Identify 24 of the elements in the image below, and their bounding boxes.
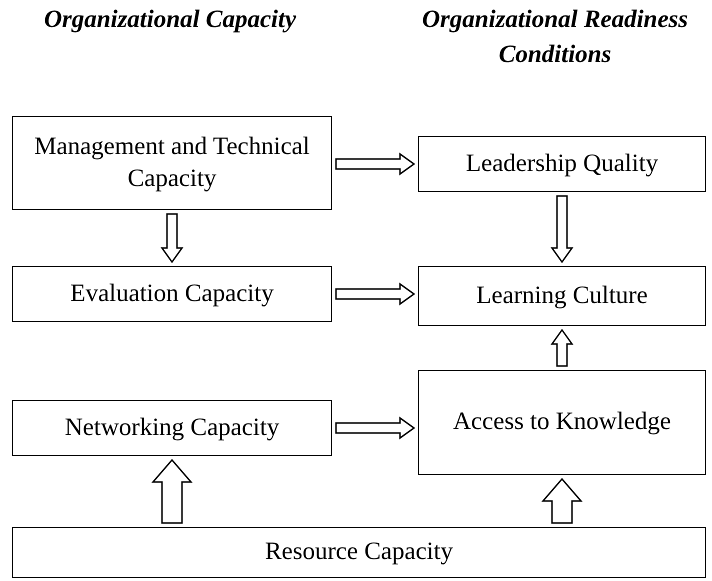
block-arrow	[335, 416, 416, 440]
box-label: Learning Culture	[475, 280, 649, 311]
column-heading: Organizational Capacity	[42, 5, 298, 35]
block-arrow	[550, 328, 574, 367]
block-arrow	[550, 195, 574, 264]
box-label: Evaluation Capacity	[69, 278, 275, 309]
block-arrow	[335, 152, 416, 176]
block-arrow	[151, 458, 193, 524]
block-arrow	[335, 282, 416, 306]
process-box	[418, 266, 706, 326]
box-label: Resource Capacity	[264, 537, 454, 568]
box-label: Leadership Quality	[464, 148, 660, 179]
process-box	[12, 400, 332, 456]
box-label: Management and Technical Capacity	[33, 132, 311, 194]
box-label: Access to Knowledge	[452, 407, 672, 438]
box-label: Networking Capacity	[64, 412, 280, 443]
process-box	[12, 266, 332, 322]
column-heading: Organizational Readiness Conditions	[420, 5, 690, 70]
process-box	[12, 527, 706, 578]
process-box	[12, 116, 332, 210]
block-arrow	[541, 478, 583, 524]
process-box	[418, 370, 706, 475]
process-box	[418, 136, 706, 192]
block-arrow	[160, 213, 184, 264]
